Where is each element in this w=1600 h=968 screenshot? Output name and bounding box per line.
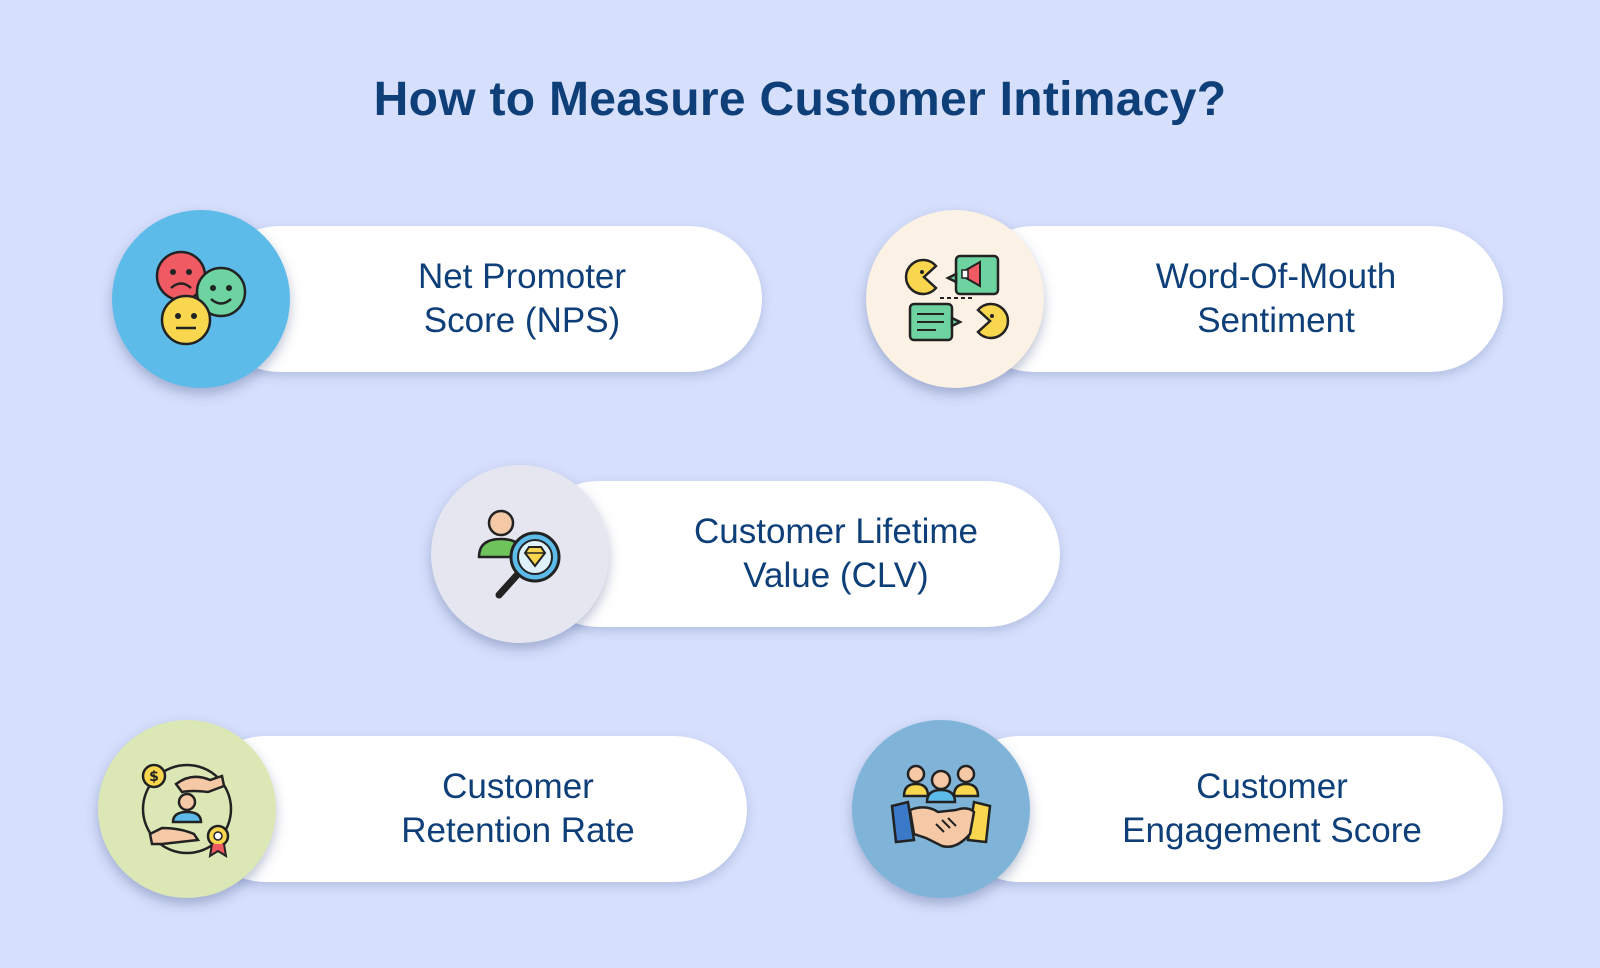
metric-label: Customer Lifetime Value (CLV) xyxy=(694,512,978,595)
metric-pill: Customer Retention Rate xyxy=(193,736,747,882)
page-title: How to Measure Customer Intimacy? xyxy=(373,73,1227,126)
metric-card-nps: Net Promoter Score (NPS) xyxy=(112,210,762,390)
metric-pill: Customer Engagement Score xyxy=(947,736,1503,882)
customer-diamond-magnifier-icon xyxy=(477,509,561,599)
metric-pill: Word-Of-Mouth Sentiment xyxy=(961,226,1503,372)
metric-label: Word-Of-Mouth Sentiment xyxy=(1155,257,1397,340)
svg-text:$: $ xyxy=(149,769,159,785)
retention-hands-icon: $ xyxy=(141,763,233,859)
metric-icon-circle xyxy=(112,210,290,388)
metric-card-clv: Customer Lifetime Value (CLV) xyxy=(431,465,1060,645)
metric-card-retention-rate: Customer Retention Rate $ xyxy=(98,720,747,900)
metric-card-engagement-score: Customer Engagement Score xyxy=(852,720,1503,900)
metric-pill: Net Promoter Score (NPS) xyxy=(207,226,762,372)
emoji-faces-icon xyxy=(155,250,247,346)
word-of-mouth-icon xyxy=(904,254,1010,342)
metric-icon-circle xyxy=(431,465,609,643)
metric-label: Net Promoter Score (NPS) xyxy=(417,257,627,340)
metric-icon-circle xyxy=(866,210,1044,388)
metric-label: Customer Engagement Score xyxy=(1122,767,1422,850)
handshake-team-icon xyxy=(890,764,992,848)
metric-card-word-of-mouth: Word-Of-Mouth Sentiment xyxy=(866,210,1503,390)
metric-label: Customer Retention Rate xyxy=(401,767,635,850)
metric-icon-circle: $ xyxy=(98,720,276,898)
metric-icon-circle xyxy=(852,720,1030,898)
metric-pill: Customer Lifetime Value (CLV) xyxy=(526,481,1060,627)
